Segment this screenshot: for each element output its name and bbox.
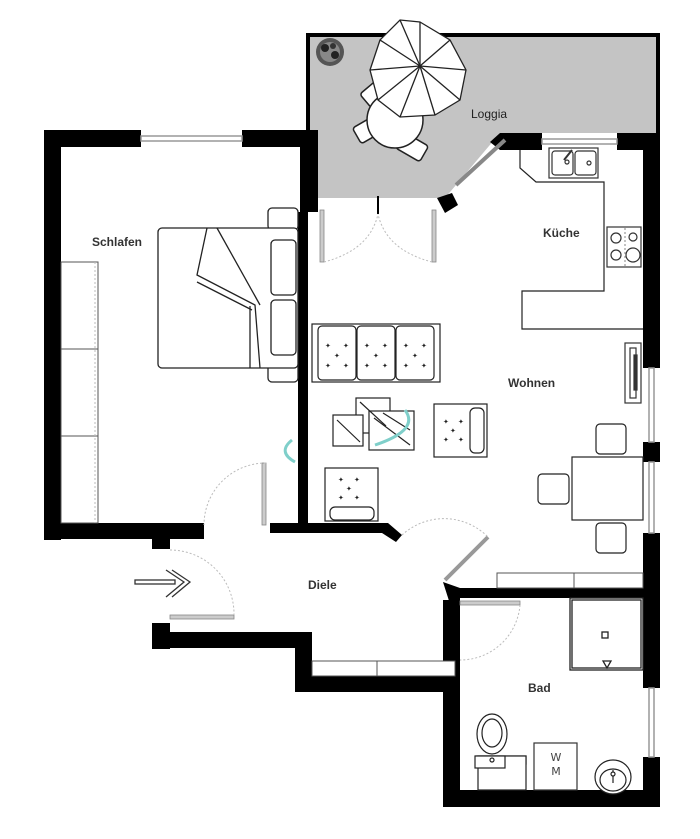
washbasin-icon (594, 759, 632, 795)
entrance-arrow-icon (134, 569, 192, 598)
svg-text:✦: ✦ (343, 342, 349, 350)
parasol-icon (369, 19, 467, 118)
room-label-kueche: Küche (543, 226, 580, 240)
room-label-loggia: Loggia (471, 107, 508, 121)
accent-arc (374, 409, 411, 447)
svg-text:✦: ✦ (443, 436, 449, 444)
svg-text:✦: ✦ (421, 362, 427, 370)
svg-text:✦: ✦ (403, 342, 409, 350)
hall-shelf (311, 660, 456, 677)
room-label-schlafen: Schlafen (92, 235, 143, 249)
svg-text:✦: ✦ (343, 362, 349, 370)
windows (140, 135, 655, 758)
svg-text:✦: ✦ (354, 494, 360, 502)
wm-line2: M (551, 765, 561, 778)
toilet-icon (474, 713, 527, 791)
kitchen-counter (519, 150, 643, 330)
bed (157, 207, 299, 383)
svg-text:✦: ✦ (382, 362, 388, 370)
dining-table (537, 423, 644, 554)
svg-text:✦: ✦ (373, 352, 379, 360)
wardrobe (60, 261, 99, 524)
svg-text:✦: ✦ (338, 494, 344, 502)
svg-text:✦: ✦ (443, 418, 449, 426)
armchairs (324, 403, 488, 522)
armchair-tufts: ✦✦✦✦✦ ✦✦✦✦✦ (338, 418, 464, 502)
svg-text:✦: ✦ (382, 342, 388, 350)
washing-machine-label: W M (546, 751, 566, 779)
svg-text:✦: ✦ (334, 352, 340, 360)
sideboard (496, 572, 644, 589)
room-label-diele: Diele (308, 578, 337, 592)
sofa (311, 323, 441, 383)
svg-text:✦: ✦ (458, 418, 464, 426)
svg-text:✦: ✦ (421, 342, 427, 350)
svg-text:✦: ✦ (354, 476, 360, 484)
wm-line1: W (550, 751, 562, 764)
svg-text:✦: ✦ (338, 476, 344, 484)
shower (569, 597, 644, 671)
svg-text:✦: ✦ (325, 362, 331, 370)
doors (169, 196, 521, 661)
svg-text:✦: ✦ (412, 352, 418, 360)
plant-icon (316, 38, 344, 66)
sink-icon (548, 147, 599, 179)
svg-text:✦: ✦ (364, 342, 370, 350)
sofa-tufts: ✦✦✦✦✦ ✦✦✦✦✦ ✦✦✦✦✦ (325, 342, 427, 370)
svg-text:✦: ✦ (403, 362, 409, 370)
coffee-tables (332, 397, 415, 451)
accent-arc-small (283, 438, 296, 464)
tv-icon (624, 342, 642, 404)
room-label-wohnen: Wohnen (508, 376, 556, 390)
loggia-area (306, 33, 660, 210)
svg-text:✦: ✦ (346, 485, 352, 493)
svg-text:✦: ✦ (325, 342, 331, 350)
washing-machine (533, 742, 578, 791)
svg-text:✦: ✦ (364, 362, 370, 370)
stove-icon (606, 226, 642, 268)
room-label-bad: Bad (528, 681, 551, 695)
svg-text:✦: ✦ (450, 427, 456, 435)
walls (44, 130, 660, 807)
svg-text:✦: ✦ (458, 436, 464, 444)
